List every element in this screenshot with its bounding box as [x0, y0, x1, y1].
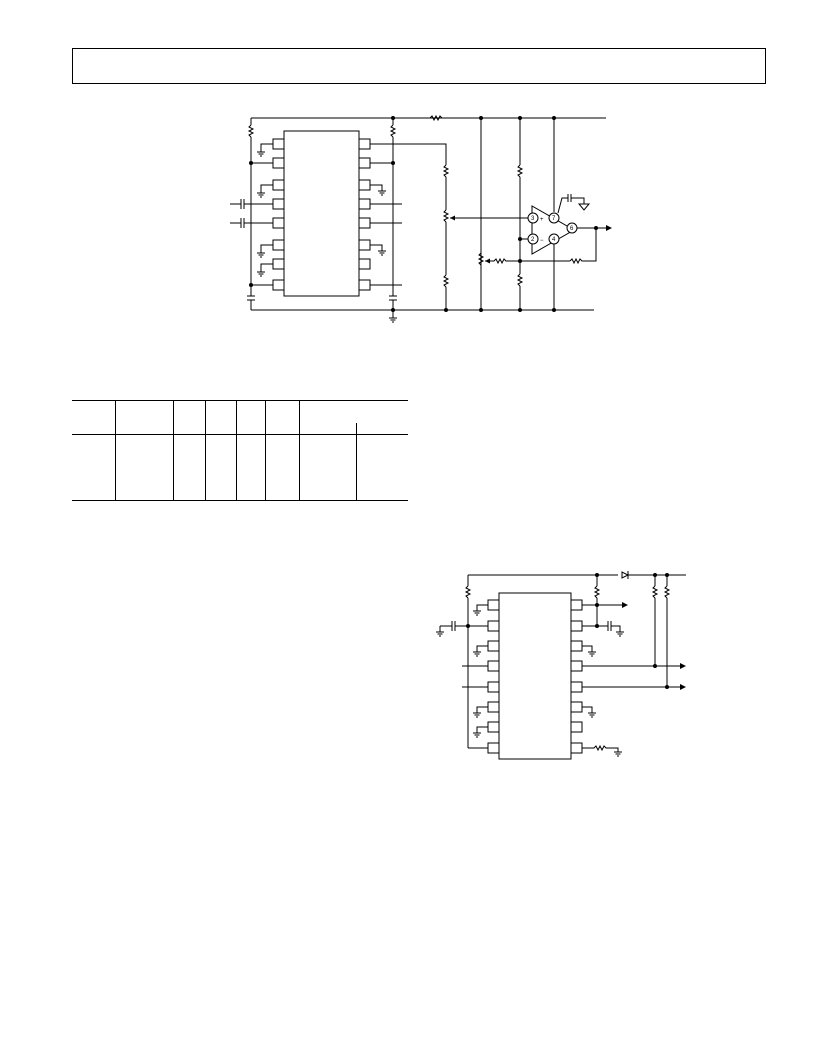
table-header-rule [72, 434, 408, 435]
ground-icon [473, 726, 488, 738]
ground-icon [370, 244, 386, 256]
ground-icon [582, 706, 596, 718]
table-bottom-rule [72, 500, 408, 501]
op-amp-pin-label: 2 [531, 237, 535, 243]
ic-body-bottom [498, 592, 572, 760]
input-capacitor-2 [230, 218, 273, 228]
ground-icon [257, 184, 273, 198]
ic-left-pins [487, 599, 500, 754]
ground-icon [582, 645, 596, 657]
ground-icon [257, 244, 273, 258]
ic-right-pins [570, 599, 583, 754]
op-amp-pin-label: 4 [552, 237, 556, 243]
spec-table [72, 400, 408, 501]
diode-icon [621, 571, 630, 579]
op-amp-pin-label: 6 [570, 226, 574, 232]
ground-icon [473, 706, 488, 718]
svg-text:−: − [540, 238, 544, 244]
ground-icon [370, 184, 386, 196]
ic-right-pins [358, 138, 371, 291]
input-capacitor-1 [230, 199, 273, 209]
table-top-rule [72, 400, 408, 401]
ground-icon [257, 143, 273, 157]
ground-icon [473, 645, 488, 657]
op-amp-pin-label: 7 [552, 216, 556, 222]
op-amp-pin-label: 3 [531, 216, 535, 222]
ic-body-top [283, 130, 360, 297]
page-header-box [72, 48, 766, 84]
svg-text:+: + [540, 217, 544, 223]
ground-icon [257, 263, 273, 277]
ground-icon [473, 604, 488, 616]
